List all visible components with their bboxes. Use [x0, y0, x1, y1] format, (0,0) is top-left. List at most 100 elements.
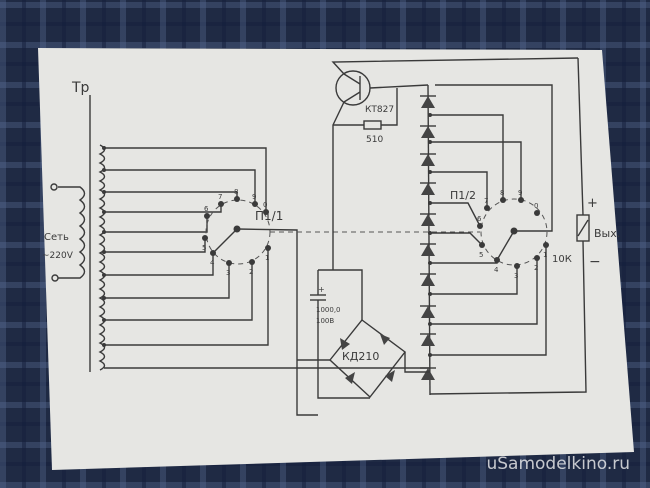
capacitor: + 1000,0 100В — [310, 269, 370, 399]
zener-tap-wire — [430, 141, 522, 200]
svg-text:−: − — [589, 254, 601, 270]
switch1-contact-8 — [234, 196, 240, 202]
resistor-510: 510 — [333, 88, 398, 145]
switch2-position-label: 6 — [477, 215, 482, 223]
tap-point — [428, 170, 432, 174]
zener-tap-wire — [430, 260, 498, 264]
output-section: + − Вых. 10К — [429, 57, 620, 395]
zener-tap-wire — [430, 114, 504, 200]
transformer-taps — [102, 146, 430, 369]
svg-text:Сеть: Сеть — [44, 232, 69, 243]
svg-text:КТ827: КТ827 — [365, 105, 394, 115]
switch2-position-label: 7 — [484, 197, 488, 205]
zener-diode — [421, 183, 435, 195]
switch2-position-label: 8 — [500, 189, 504, 197]
switch1-position-label: 2 — [249, 268, 253, 276]
switch2-contact-0 — [534, 210, 540, 216]
zener-tap-wire — [430, 266, 518, 295]
zener-diode — [421, 96, 435, 108]
switch1-position-label: 4 — [210, 259, 215, 267]
zener-diode — [421, 214, 435, 226]
switch1-position-label: 9 — [252, 193, 256, 201]
svg-text:Вых.: Вых. — [594, 227, 620, 240]
tap-wire — [104, 238, 206, 253]
switch1-position-label: 5 — [202, 244, 206, 252]
tap-point — [102, 146, 106, 150]
switch1-contact-9 — [252, 201, 258, 207]
tap-point — [428, 322, 432, 326]
zener-tap-wire — [430, 171, 488, 208]
tap-point — [428, 292, 432, 296]
tap-point — [428, 201, 432, 205]
svg-text:100В: 100В — [316, 317, 334, 325]
zener-diode — [421, 154, 435, 166]
switch-p1-2[interactable]: 0 12 3 4 5 6 7 8 9 П1/2 — [435, 84, 553, 280]
switch2-position-label: 0 — [534, 202, 538, 210]
switch2-position-label: 2 — [534, 264, 538, 272]
tap-point — [428, 353, 432, 357]
switch1-position-label: 7 — [218, 193, 222, 201]
zener-tap-wire — [430, 202, 481, 227]
tap-point — [102, 296, 106, 300]
paper-sheet — [38, 48, 634, 470]
svg-text:10К: 10К — [552, 254, 572, 265]
tap-point — [102, 210, 106, 214]
zener-diode — [421, 274, 435, 286]
svg-text:Тр: Тр — [71, 80, 90, 96]
tap-wire — [104, 248, 269, 346]
switch1-contact-3 — [226, 260, 232, 266]
tap-wire — [104, 169, 256, 204]
tap-point — [102, 318, 106, 322]
switch2-position-label: 4 — [494, 266, 499, 274]
zener-diode — [421, 306, 435, 318]
zener-diode-stack — [420, 84, 547, 396]
switch1-position-label: 8 — [234, 188, 238, 196]
mains-terminal-2 — [51, 274, 59, 282]
zener-diode — [421, 334, 435, 346]
switch1-position-label: 6 — [204, 205, 209, 213]
switch2-position-label: 3 — [514, 272, 518, 280]
mains-terminal-1 — [50, 183, 58, 191]
zener-tap-wire — [430, 245, 547, 356]
switch1-position-label: 0 — [263, 201, 267, 209]
zener-diode — [421, 244, 435, 256]
zener-diode — [421, 368, 435, 380]
tap-point — [102, 273, 106, 277]
tap-point — [428, 231, 432, 235]
tap-wire — [104, 262, 253, 321]
tap-wire — [104, 147, 267, 212]
switch1-contact-6 — [204, 213, 210, 219]
tap-point — [102, 230, 106, 234]
transformer: Тр Сеть ~220V — [42, 80, 106, 372]
zener-tap-wire — [430, 258, 538, 325]
switch2-position-label: 1 — [543, 251, 547, 259]
switch1-position-label: 3 — [226, 269, 230, 277]
svg-text:510: 510 — [366, 135, 383, 145]
tap-wire — [104, 216, 208, 233]
diode-bridge-kd210: КД210 — [297, 319, 430, 399]
zener-tap-wire — [430, 232, 483, 246]
switch1-contact-1 — [265, 245, 271, 251]
switch1-contact-5 — [202, 235, 208, 241]
svg-text:П1/1: П1/1 — [255, 209, 283, 223]
svg-text:1000,0: 1000,0 — [316, 306, 341, 314]
tap-point — [102, 168, 106, 172]
switch1-contact-7 — [218, 201, 224, 207]
switch2-position-label: 5 — [479, 251, 483, 259]
tap-wire — [104, 263, 230, 299]
tap-wire — [104, 253, 214, 276]
switch1-position-label: 1 — [265, 254, 269, 262]
tap-point — [428, 261, 432, 265]
svg-text:~220V: ~220V — [42, 251, 74, 261]
watermark: uSamodelkino.ru — [486, 454, 630, 474]
switch2-position-label: 9 — [518, 189, 522, 197]
svg-text:КД210: КД210 — [342, 350, 379, 363]
tap-point — [428, 113, 432, 117]
switch-p1-1[interactable]: 0 1 2 3 45 6 7 8 9 П1/1 — [202, 188, 318, 416]
tap-point — [102, 343, 106, 347]
svg-text:+: + — [318, 285, 325, 294]
switch1-contact-2 — [249, 259, 255, 265]
svg-text:П1/2: П1/2 — [450, 189, 476, 202]
tap-point — [102, 190, 106, 194]
